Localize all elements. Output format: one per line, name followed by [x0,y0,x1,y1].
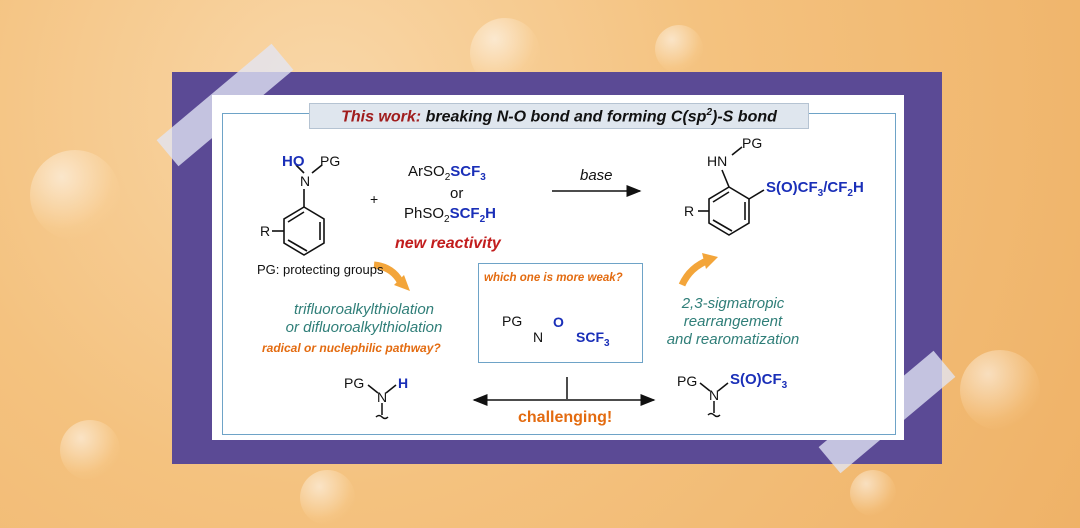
bottom-left-pg: PG [344,375,365,391]
decorative-bubble [300,470,355,525]
reactant-r-label: R [260,223,271,239]
decorative-bubble [850,470,896,516]
center-scf3-label: SCF3 [576,329,610,349]
pg-note: PG: protecting groups [257,262,384,277]
reactant-benzene-ring [272,164,325,256]
decorative-bubble [960,350,1040,430]
center-o-label: O [553,314,564,330]
product-substituent: S(O)CF3/CF2H [766,179,864,199]
left-pathway-text: trifluoroalkylthiolation or difluoroalky… [285,301,443,336]
bottom-right-bonds [699,382,729,418]
reagent-1: ArSO2SCF3 [408,163,486,183]
orange-arrow-right-head [702,253,718,269]
bottom-right-pg: PG [677,373,698,389]
product-pg-label: PG [742,135,763,151]
right-pathway-text: 2,3-sigmatropic rearrangement and rearom… [666,295,800,348]
new-reactivity-label: new reactivity [395,235,501,252]
pathway-question: radical or nuclephilic pathway? [262,341,441,355]
center-n-label: N [533,329,544,345]
title-bar: This work: breaking N-O bond and forming… [309,103,809,129]
challenging-label: challenging! [518,409,613,426]
plus-sign: + [370,191,379,207]
bottom-left-bonds [367,384,397,420]
reactant-pg-label: PG [320,153,341,169]
bottom-right-substituent: S(O)CF3 [730,371,788,391]
decorative-bubble [60,420,120,480]
product-hn-label: HN [707,153,728,169]
reactant-n-label: N [300,173,311,189]
center-pg-label: PG [502,313,523,329]
reagent-2: PhSO2SCF2H [404,205,496,225]
mechanism-box: which one is more weak? [478,263,643,363]
decorative-bubble [655,25,703,73]
bottom-right-n: N [709,387,720,403]
scheme-panel: This work: breaking N-O bond and forming… [212,95,904,440]
scheme-title: This work: breaking N-O bond and forming… [341,107,777,126]
orange-arrow-left-head [394,275,410,291]
hydroxy-label: HO [282,153,305,170]
product-benzene-ring [698,146,765,236]
decorative-bubble [30,150,120,240]
reagent-or: or [450,185,464,202]
weak-bond-question: which one is more weak? [484,272,623,284]
product-r-label: R [684,203,695,219]
condition-base: base [580,167,613,184]
bottom-left-n: N [377,389,388,405]
bottom-left-h: H [398,375,409,391]
